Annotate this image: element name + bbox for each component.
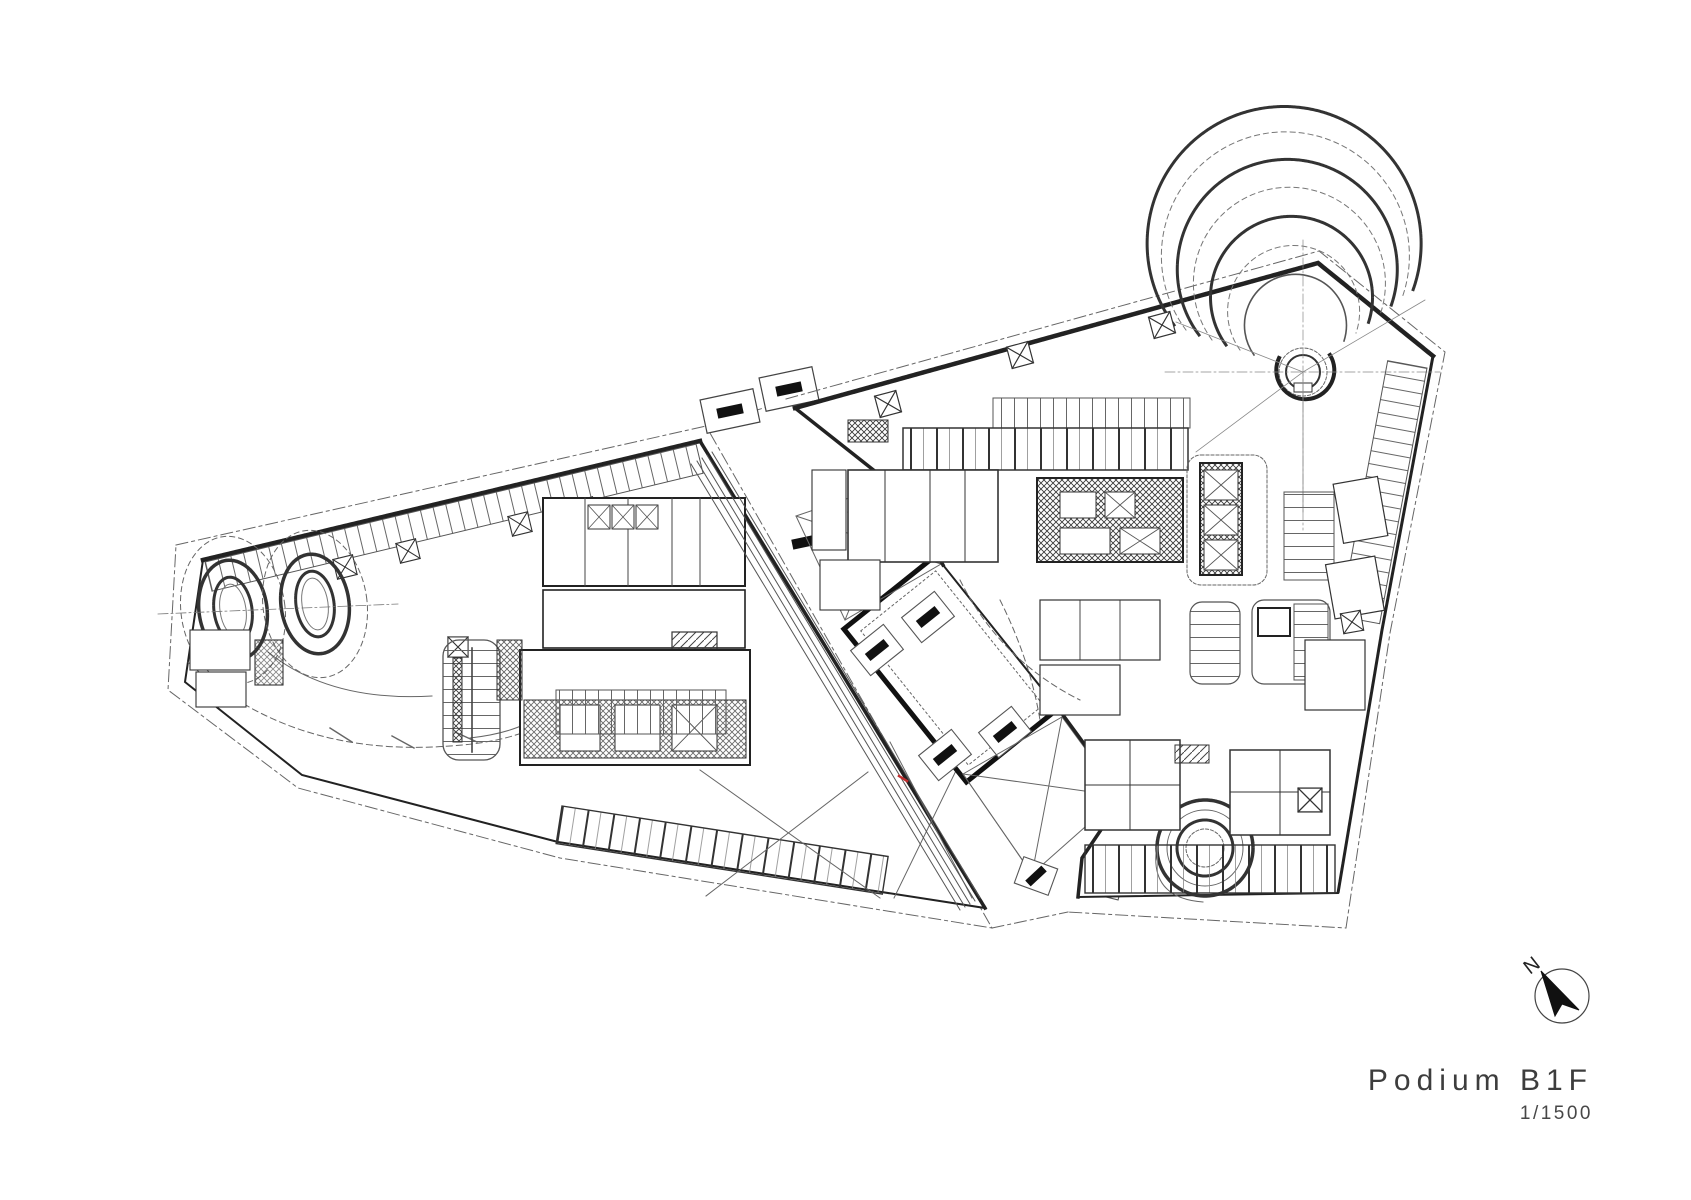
left-wing-lower-stalls — [555, 689, 727, 735]
right-wing-south-rooms — [1084, 844, 1336, 894]
right-wing — [785, 105, 1446, 929]
left-wing-bottom-rooms — [555, 805, 889, 895]
left-wing-west-rooms — [189, 629, 284, 708]
compass-circle — [1534, 968, 1590, 1024]
north-arrow: N — [1520, 953, 1590, 1024]
skylight-frame-1 — [699, 388, 761, 434]
plan-scale: 1/1500 — [1520, 1103, 1593, 1124]
right-wing-west-rooms — [811, 419, 999, 611]
diamond-skylight-1 — [1013, 855, 1059, 897]
oval-ramp-west-2 — [261, 529, 369, 679]
right-wing-southwest-rooms — [1039, 599, 1331, 836]
right-wing-site-boundary — [785, 250, 1446, 929]
skylight-frame-2 — [758, 366, 820, 412]
shaft-island — [1186, 454, 1268, 586]
right-wing-east-wall — [1336, 354, 1435, 895]
plan-title: Podium B1F — [1368, 1064, 1593, 1097]
parking-island-left — [442, 639, 501, 761]
left-wing-top-parking-band — [204, 443, 704, 592]
right-wing-top-wall — [792, 260, 1437, 411]
central-concourse — [699, 366, 1126, 929]
central-atrium — [840, 550, 1064, 786]
left-wing-top-wall — [200, 438, 703, 563]
spiral-ramp-northeast — [1145, 105, 1441, 531]
right-wing-bay-band — [902, 427, 1189, 471]
right-wing-top-stalls — [992, 397, 1191, 429]
ramp-centerline — [157, 603, 399, 615]
left-wing-site-boundary — [167, 425, 993, 929]
left-wing-corridor-wall — [697, 438, 988, 911]
atrium-skylight — [849, 623, 905, 677]
travelator-band — [690, 451, 981, 911]
title-block: Podium B1F 1/1500 — [1368, 1064, 1593, 1124]
right-wing-core — [1036, 477, 1184, 563]
right-wing-aisle-curves — [959, 579, 1081, 721]
right-wing-east-rooms — [1304, 475, 1389, 711]
north-label: N — [1520, 953, 1545, 979]
site-boundary-link-bottom — [991, 911, 1069, 929]
left-wing — [157, 425, 993, 929]
atrium-skylight — [917, 728, 973, 782]
atrium-skylight — [900, 590, 956, 644]
compass-needle — [1540, 970, 1580, 1018]
